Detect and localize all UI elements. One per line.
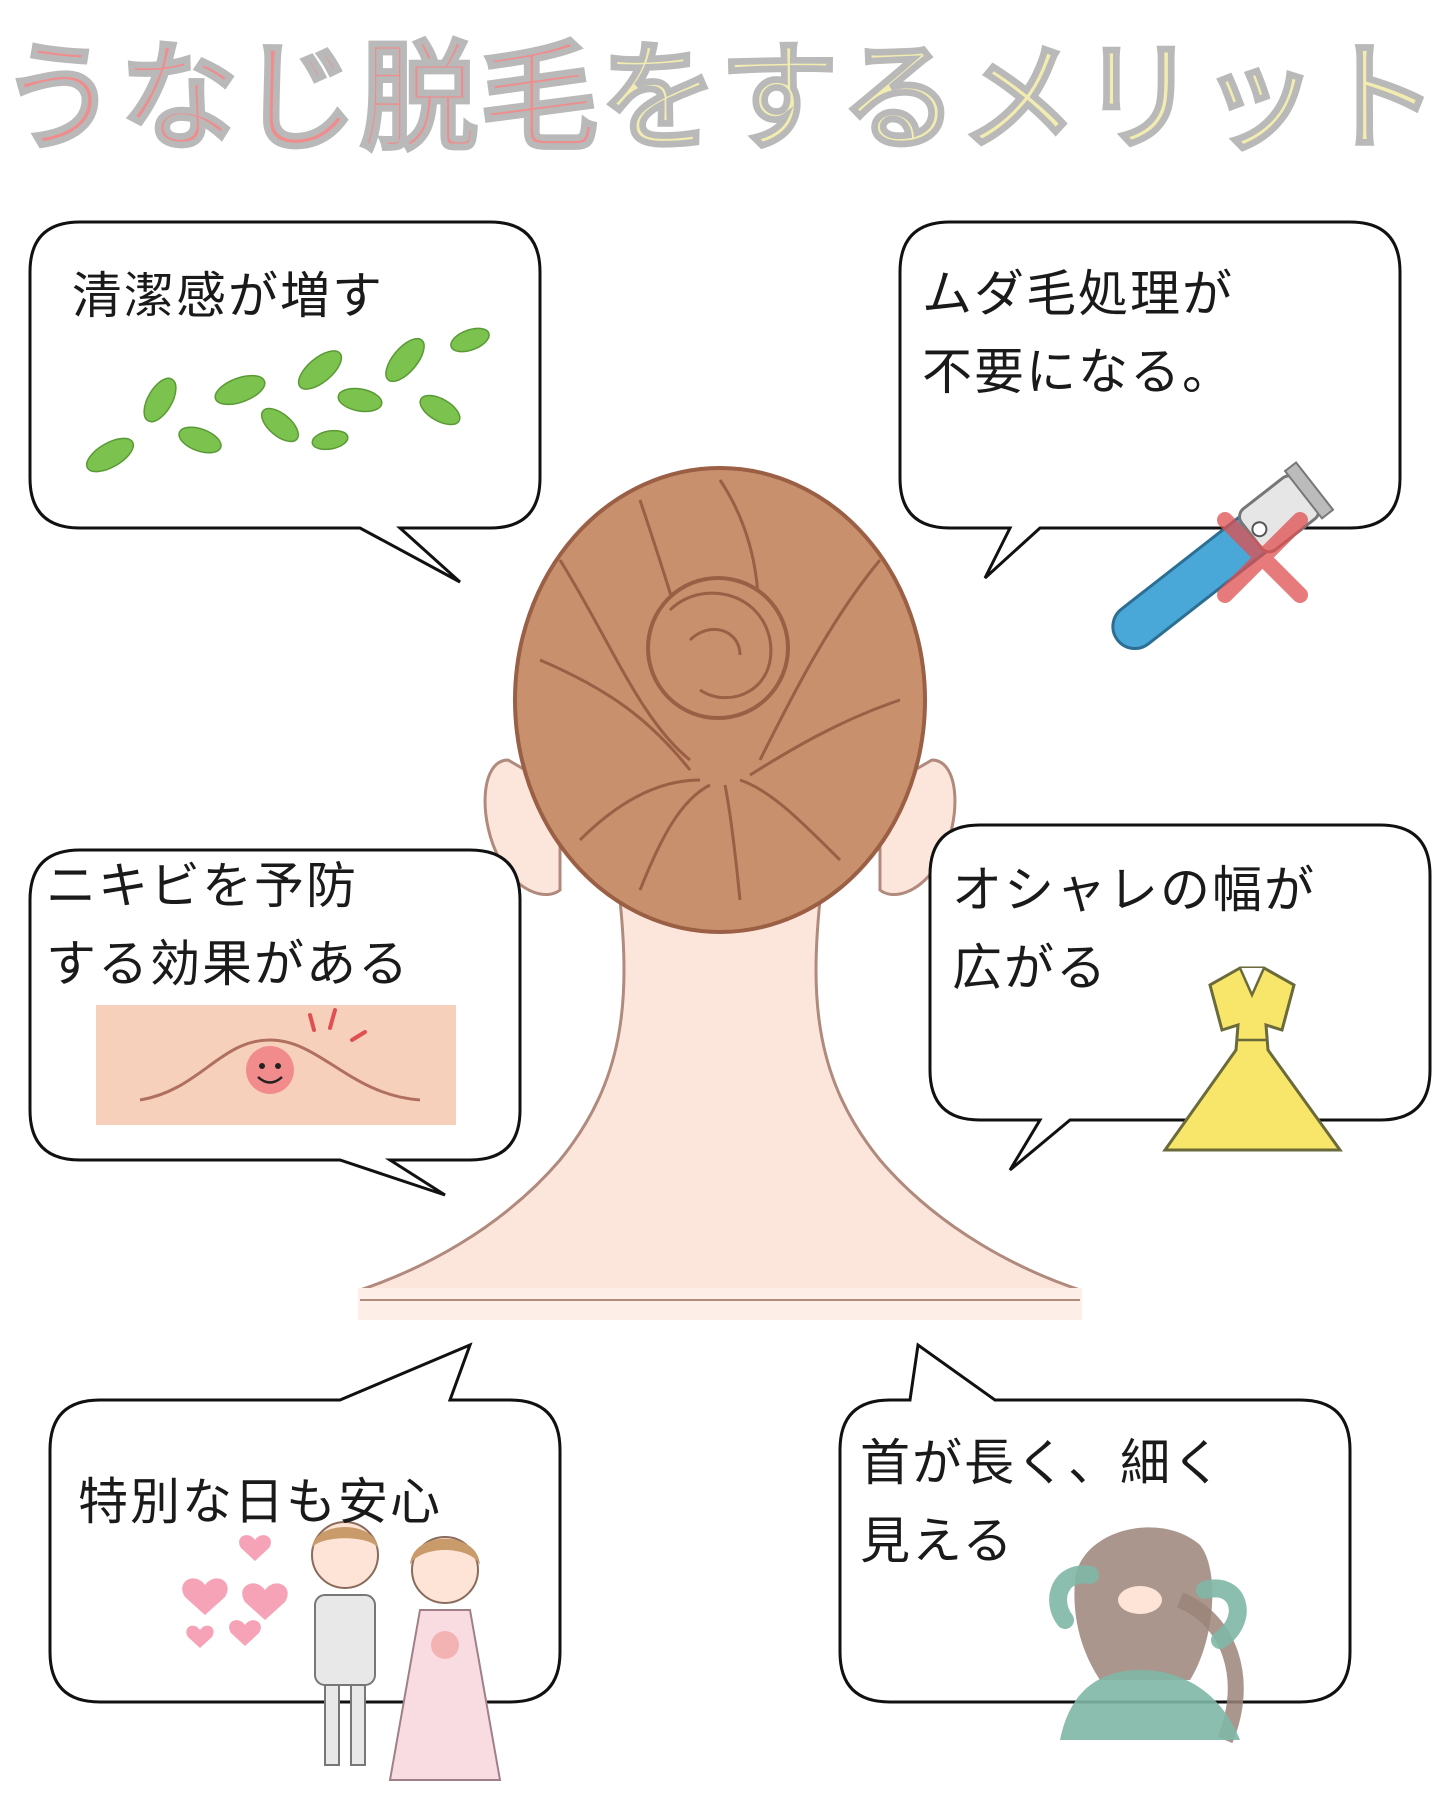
dress-icon [1162,966,1343,1152]
wedding-couple-icon [182,1521,502,1781]
title-part-highlight: うなじ脱毛 [0,28,601,169]
bubble-fashion-text: オシャレの幅が 広がる [952,852,1316,1007]
bubble-no-shaving-line1: ムダ毛処理が [922,265,1234,323]
head-neck-illustration [358,466,1082,1320]
bubble-neck-text: 首が長く、細く 見える [860,1425,1224,1580]
acne-icon [96,1005,456,1125]
bubble-neck-line1: 首が長く、細く [860,1434,1224,1492]
bubble-fashion-line2: 広がる [952,938,1108,997]
bubble-acne-line2: する効果がある [46,934,410,993]
bubble-neck [838,1342,1352,1704]
bubble-cleanliness [28,220,542,584]
bubble-cleanliness-text: 清潔感が増す [72,258,384,336]
bubble-special-day-text: 特別な日も安心 [78,1464,442,1542]
bubble-no-shaving-line2: 不要になる。 [922,342,1234,401]
trimmer-icon [1111,461,1335,650]
bubble-neck-line2: 見える [860,1511,1015,1570]
bubble-acne-line1: ニキビを予防 [46,857,358,915]
bubble-fashion [928,823,1432,1172]
bubble-cleanliness-line1: 清潔感が増す [72,267,384,325]
bubble-no-shaving-text: ムダ毛処理が 不要になる。 [922,256,1234,411]
page-title: うなじ脱毛をするメリット [0,28,1440,169]
bubble-fashion-line1: オシャレの幅が [952,861,1316,919]
leaves-icon [85,327,490,473]
woman-hair-icon [1049,1527,1247,1744]
bubble-acne-text: ニキビを予防 する効果がある [46,848,410,1003]
bubble-special-day-line1: 特別な日も安心 [78,1473,442,1531]
title-part-rest: をするメリット [599,28,1440,169]
